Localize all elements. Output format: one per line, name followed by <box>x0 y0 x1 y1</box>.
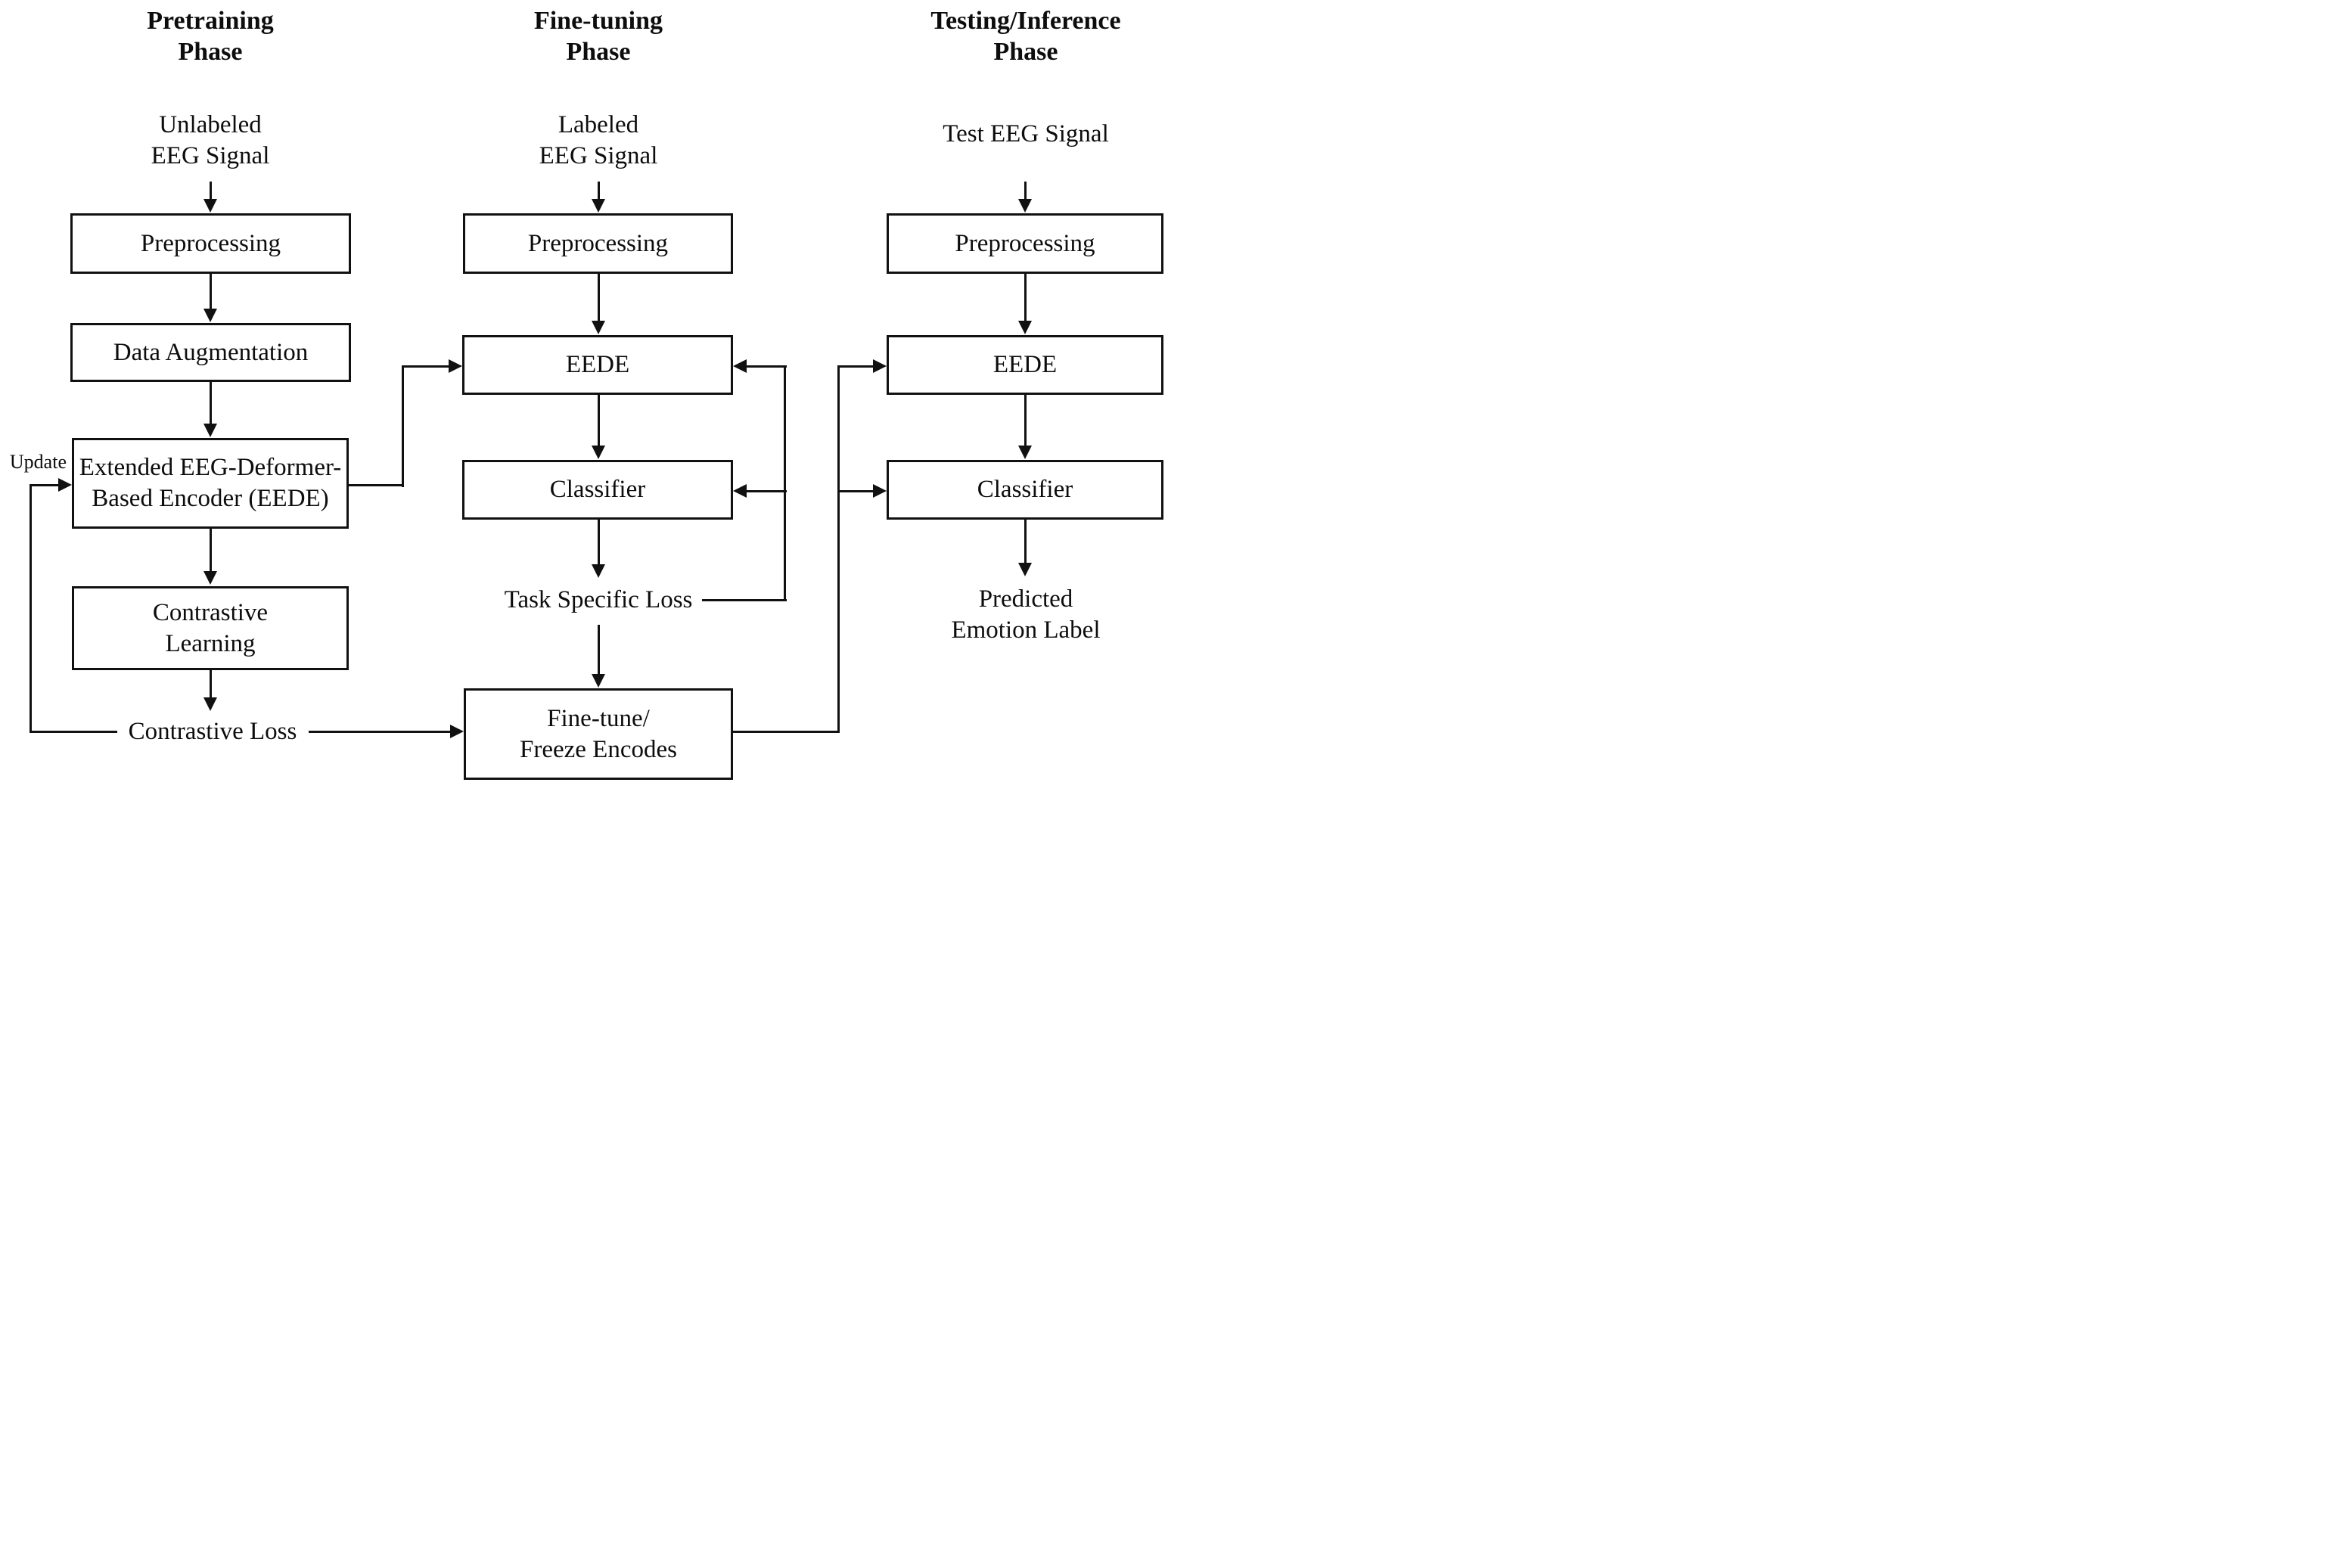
arrow-eede-to-classifier-testing <box>1024 395 1027 449</box>
box-classifier-testing: Classifier <box>887 460 1163 520</box>
label-contrastive-loss: Contrastive Loss <box>128 718 297 745</box>
connector-finetune-exit <box>733 731 840 733</box>
connector-task-loss-exit <box>702 599 787 601</box>
arrow-signal-to-preprocessing-testing <box>1024 182 1027 202</box>
phase-header-finetuning: Fine-tuning Phase <box>533 7 663 66</box>
connector-finetune-loop-vertical <box>837 365 840 733</box>
connector-contrastive-loss-left <box>31 731 117 733</box>
diagram-canvas: Pretraining Phase Fine-tuning Phase Test… <box>0 0 1168 784</box>
arrow-classifier-to-predicted-label <box>1024 520 1027 566</box>
box-preprocessing-finetuning: Preprocessing <box>463 213 733 274</box>
arrowhead-down-icon <box>592 674 605 688</box>
arrowhead-right-icon <box>450 725 464 738</box>
label-labeled-eeg-signal: Labeled EEG Signal <box>539 111 658 170</box>
arrowhead-left-icon <box>733 484 747 498</box>
box-classifier-finetuning: Classifier <box>462 460 733 520</box>
arrowhead-down-icon <box>592 564 605 578</box>
arrowhead-down-icon <box>1018 199 1032 213</box>
box-contrastive-learning: Contrastive Learning <box>72 586 349 670</box>
label-predicted-emotion: Predicted Emotion Label <box>951 585 1101 644</box>
arrowhead-down-icon <box>203 571 217 585</box>
arrowhead-down-icon <box>203 697 217 711</box>
arrow-task-loss-to-eede <box>745 365 787 368</box>
box-eede-encoder: Extended EEG-Deformer- Based Encoder (EE… <box>72 438 349 529</box>
arrowhead-down-icon <box>592 446 605 459</box>
arrowhead-down-icon <box>592 321 605 334</box>
arrow-finetune-to-eede-testing <box>839 365 874 368</box>
arrowhead-right-icon <box>873 484 887 498</box>
label-update: Update <box>9 451 67 473</box>
arrow-task-loss-to-finetune-freeze <box>598 625 600 677</box>
arrowhead-down-icon <box>1018 446 1032 459</box>
arrowhead-right-icon <box>58 478 72 492</box>
arrow-eede-to-classifier-finetuning <box>598 395 600 449</box>
connector-update-loop-vertical <box>30 484 32 733</box>
arrow-encoder-to-contrastive-learning <box>210 529 212 574</box>
arrowhead-right-icon <box>873 359 887 373</box>
arrowhead-left-icon <box>733 359 747 373</box>
arrow-task-loss-to-classifier <box>745 490 787 492</box>
arrowhead-down-icon <box>592 199 605 213</box>
label-unlabeled-eeg-signal: Unlabeled EEG Signal <box>151 111 270 170</box>
arrow-update-into-encoder <box>31 484 60 486</box>
box-finetune-freeze-encodes: Fine-tune/ Freeze Encodes <box>464 688 733 780</box>
arrow-classifier-to-task-loss <box>598 520 600 567</box>
arrowhead-down-icon <box>203 199 217 213</box>
arrow-finetune-to-classifier-testing <box>839 490 874 492</box>
box-eede-testing: EEDE <box>887 335 1163 395</box>
connector-task-loss-vertical <box>784 365 786 601</box>
arrowhead-down-icon <box>203 424 217 437</box>
arrow-contrastive-loss-to-finetune <box>309 731 452 733</box>
box-data-augmentation: Data Augmentation <box>70 323 351 382</box>
box-eede-finetuning: EEDE <box>462 335 733 395</box>
arrowhead-down-icon <box>1018 563 1032 576</box>
arrow-augmentation-to-encoder <box>210 382 212 427</box>
connector-encoder-exit <box>349 484 404 486</box>
box-preprocessing-testing: Preprocessing <box>887 213 1163 274</box>
connector-encoder-loop-vertical <box>402 365 404 487</box>
arrow-preprocessing-to-augmentation <box>210 274 212 312</box>
arrowhead-down-icon <box>203 309 217 322</box>
label-task-specific-loss: Task Specific Loss <box>504 586 693 613</box>
phase-header-testing: Testing/Inference Phase <box>930 7 1121 66</box>
arrow-signal-to-preprocessing-finetuning <box>598 182 600 202</box>
arrow-preprocessing-to-eede-testing <box>1024 274 1027 324</box>
box-preprocessing-pretraining: Preprocessing <box>70 213 351 274</box>
arrow-signal-to-preprocessing-pretraining <box>210 182 212 202</box>
arrowhead-right-icon <box>449 359 462 373</box>
label-test-eeg-signal: Test EEG Signal <box>943 120 1109 147</box>
arrowhead-down-icon <box>1018 321 1032 334</box>
arrow-encoder-to-eede-finetuning <box>403 365 450 368</box>
phase-header-pretraining: Pretraining Phase <box>147 7 274 66</box>
arrow-learning-to-contrastive-loss <box>210 670 212 700</box>
arrow-preprocessing-to-eede-finetuning <box>598 274 600 324</box>
